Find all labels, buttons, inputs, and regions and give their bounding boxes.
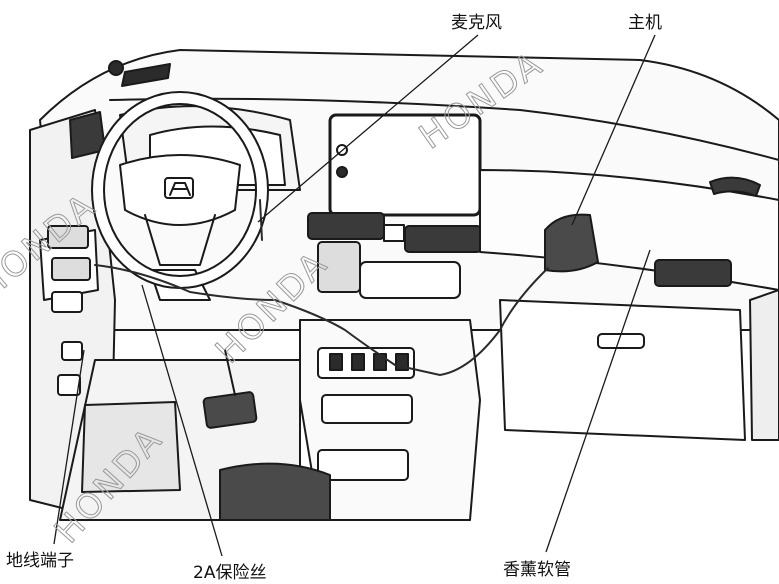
- label-host-unit: 主机: [628, 13, 662, 33]
- left-speaker-knob: [108, 60, 124, 76]
- wiring-harness: [94, 264, 549, 376]
- host-unit-box: [544, 213, 599, 273]
- climate-control-panel: [359, 261, 461, 299]
- leader-host-unit: [571, 34, 656, 226]
- label-microphone: 麦克风: [451, 13, 502, 33]
- right-air-vent: [654, 259, 732, 287]
- center-vent-right: [404, 225, 482, 253]
- defrost-vent: [121, 63, 171, 87]
- brake-pedal: [202, 391, 258, 429]
- right-side-vent: [709, 176, 761, 197]
- leader-fuse: [141, 284, 223, 557]
- leader-ground-terminal: [53, 349, 85, 545]
- left-switch-cluster: [47, 225, 91, 396]
- center-vent-left: [307, 212, 385, 240]
- leader-fragrance-hose: [545, 249, 651, 553]
- armrest: [219, 462, 331, 521]
- label-fuse: 2A保险丝: [193, 563, 267, 583]
- leader-microphone: [257, 34, 479, 223]
- floor-mat: [81, 401, 181, 493]
- label-fragrance-hose: 香薰软管: [503, 560, 571, 580]
- label-ground-terminal: 地线端子: [6, 551, 74, 571]
- glove-box: [499, 299, 746, 441]
- center-display: [328, 113, 482, 217]
